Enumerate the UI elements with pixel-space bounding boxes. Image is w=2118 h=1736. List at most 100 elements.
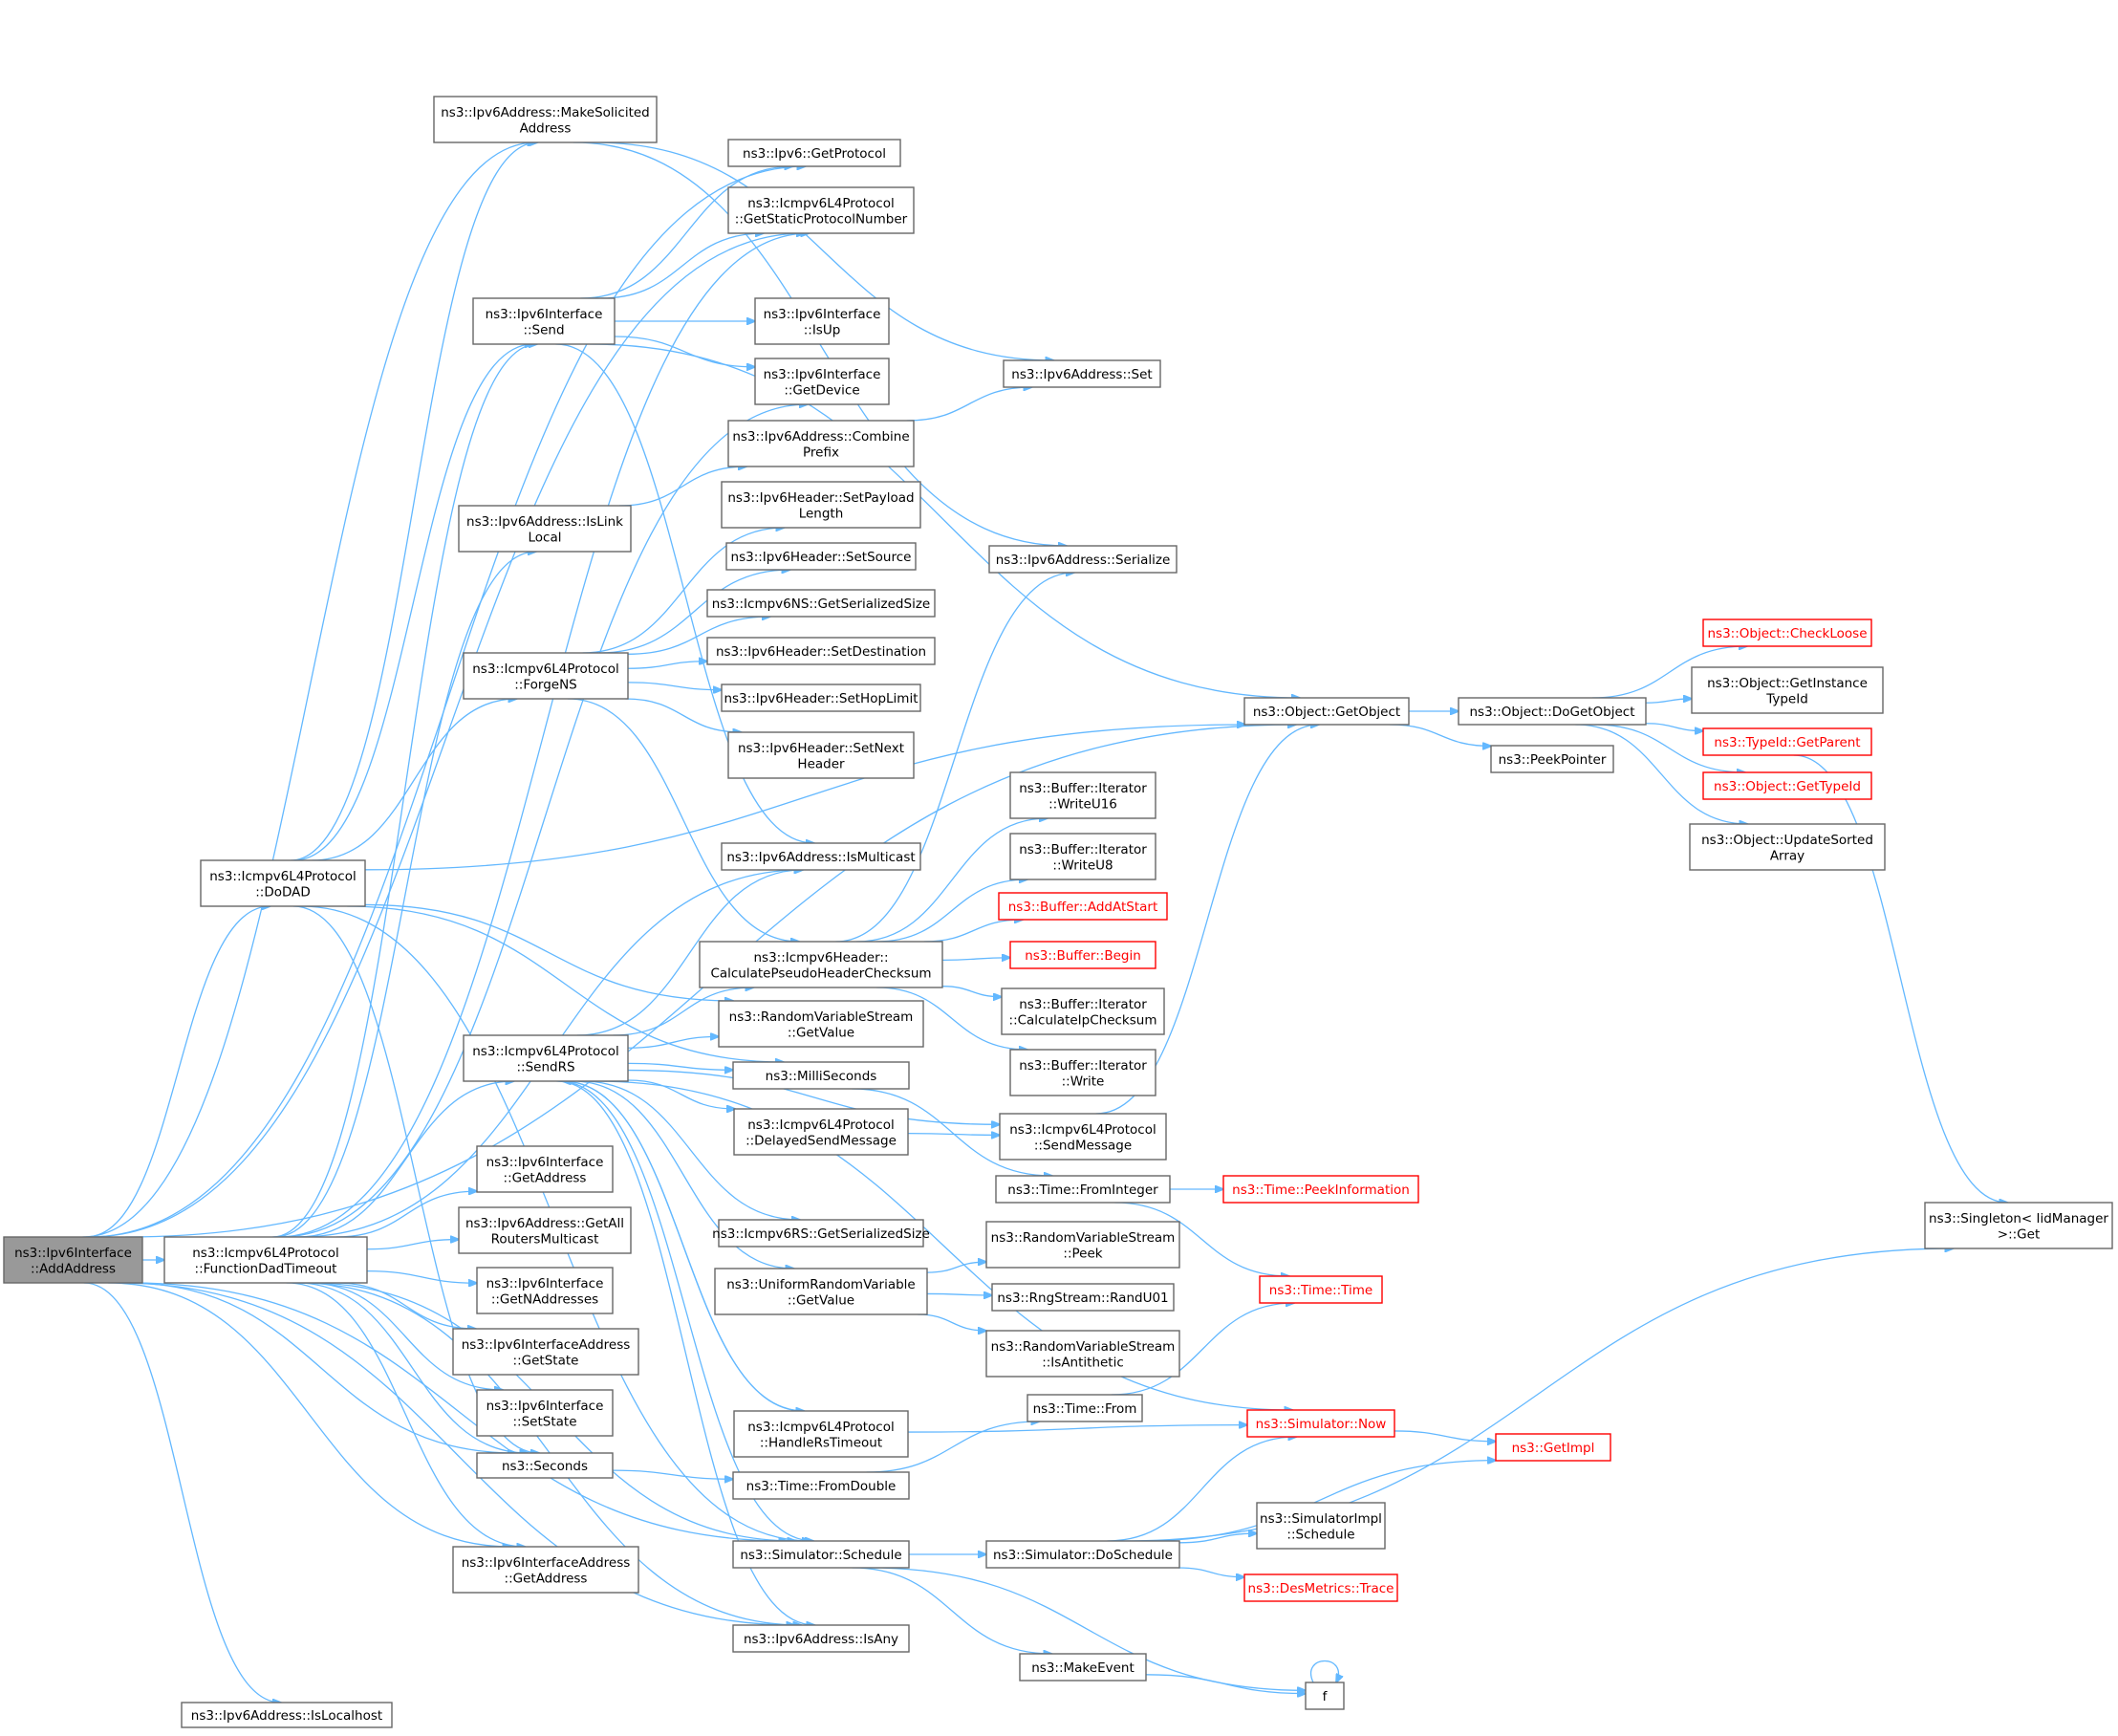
edge-root-to-ipv6getproto — [88, 166, 806, 1238]
node-ismulticast[interactable]: ns3::Ipv6Address::IsMulticast — [721, 842, 921, 871]
node-getobject[interactable]: ns3::Object::GetObject — [1243, 697, 1410, 726]
node-label: ns3::Buffer::Begin — [1025, 948, 1141, 964]
edge-dogetobject-to-checkloose — [1591, 646, 1747, 699]
node-millis[interactable]: ns3::MilliSeconds — [732, 1061, 910, 1090]
edge-doschedule-to-simimplsched — [1178, 1533, 1257, 1544]
edge-doschedule-to-now — [1107, 1437, 1296, 1542]
node-rvspeek[interactable]: ns3::RandomVariableStream::Peek — [985, 1221, 1180, 1269]
edge-dodad-to-send — [293, 344, 533, 861]
node-label: ns3::Object::GetTypeId — [1714, 779, 1861, 794]
node-isup[interactable]: ns3::Ipv6Interface::IsUp — [754, 297, 890, 345]
node-begin[interactable]: ns3::Buffer::Begin — [1009, 941, 1156, 969]
node-peekpointer[interactable]: ns3::PeekPointer — [1490, 745, 1614, 773]
node-serialize[interactable]: ns3::Ipv6Address::Serialize — [988, 545, 1178, 574]
node-simimplsched[interactable]: ns3::SimulatorImpl::Schedule — [1256, 1502, 1386, 1550]
edge-root-to-schedule — [131, 1282, 787, 1541]
node-rvsgetvalue[interactable]: ns3::RandomVariableStream::GetValue — [718, 1000, 924, 1048]
node-isany[interactable]: ns3::Ipv6Address::IsAny — [732, 1624, 910, 1653]
node-fdt[interactable]: ns3::Icmpv6L4Protocol::FunctionDadTimeou… — [163, 1236, 368, 1284]
node-sendrs[interactable]: ns3::Icmpv6L4Protocol::SendRS — [463, 1034, 629, 1082]
edge-sendrs-to-now — [594, 1080, 1292, 1410]
edge-seconds-to-fromdouble — [612, 1469, 733, 1479]
node-getdevice[interactable]: ns3::Ipv6Interface::GetDevice — [754, 358, 890, 405]
node-box — [754, 358, 890, 405]
node-write[interactable]: ns3::Buffer::Iterator::Write — [1009, 1049, 1156, 1096]
node-calcpseudo[interactable]: ns3::Icmpv6Header::CalculatePseudoHeader… — [699, 941, 943, 988]
node-dodad[interactable]: ns3::Icmpv6L4Protocol::DoDAD — [200, 859, 366, 907]
node-forgens[interactable]: ns3::Icmpv6L4Protocol::ForgeNS — [463, 652, 629, 700]
node-timefrom[interactable]: ns3::Time::From — [1027, 1394, 1143, 1422]
node-box — [1003, 359, 1161, 388]
node-isantithetic[interactable]: ns3::RandomVariableStream::IsAntithetic — [985, 1330, 1180, 1378]
node-rsgetsize[interactable]: ns3::Icmpv6RS::GetSerializedSize — [712, 1219, 930, 1248]
edge-send-to-ipv6getproto — [580, 166, 793, 299]
node-label: ::GetNAddresses — [491, 1291, 598, 1307]
node-label: ns3::Icmpv6L4Protocol — [472, 1044, 619, 1059]
node-getimpl[interactable]: ns3::GetImpl — [1495, 1433, 1611, 1462]
node-ipv6getproto[interactable]: ns3::Ipv6::GetProtocol — [727, 139, 901, 167]
node-box — [433, 96, 658, 143]
node-schedule[interactable]: ns3::Simulator::Schedule — [732, 1540, 910, 1569]
node-setstate[interactable]: ns3::Ipv6Interface::SetState — [476, 1389, 614, 1437]
node-calcipcs[interactable]: ns3::Buffer::Iterator::CalculateIpChecks… — [1001, 987, 1165, 1035]
node-writeu8[interactable]: ns3::Buffer::Iterator::WriteU8 — [1009, 833, 1156, 880]
node-send[interactable]: ns3::Ipv6Interface::Send — [472, 297, 616, 345]
edge-dogetobject-to-gettypeid — [1594, 724, 1745, 772]
node-randu01[interactable]: ns3::RngStream::RandU01 — [991, 1283, 1175, 1312]
node-getnaddr[interactable]: ns3::Ipv6Interface::GetNAddresses — [476, 1267, 614, 1314]
node-f[interactable]: f — [1305, 1682, 1345, 1710]
node-ifaddrgetstate[interactable]: ns3::Ipv6InterfaceAddress::GetState — [452, 1328, 639, 1376]
node-singletonget[interactable]: ns3::Singleton< IidManager>::Get — [1924, 1202, 2113, 1249]
node-sethop[interactable]: ns3::Ipv6Header::SetHopLimit — [721, 684, 921, 712]
node-getparent[interactable]: ns3::TypeId::GetParent — [1702, 727, 1872, 756]
node-peekinfo[interactable]: ns3::Time::PeekInformation — [1222, 1175, 1419, 1204]
node-seconds[interactable]: ns3::Seconds — [476, 1452, 614, 1479]
node-setsource[interactable]: ns3::Ipv6Header::SetSource — [725, 542, 917, 571]
node-label: ::WriteU16 — [1048, 796, 1117, 812]
node-label: ns3::Icmpv6L4Protocol — [209, 869, 357, 884]
node-nsgetsize[interactable]: ns3::Icmpv6NS::GetSerializedSize — [706, 589, 936, 618]
node-addatstart[interactable]: ns3::Buffer::AddAtStart — [998, 892, 1168, 921]
node-timetime[interactable]: ns3::Time::Time — [1259, 1275, 1383, 1304]
node-dogetobject[interactable]: ns3::Object::DoGetObject — [1458, 697, 1647, 726]
node-doschedule[interactable]: ns3::Simulator::DoSchedule — [985, 1540, 1180, 1569]
node-makeevent[interactable]: ns3::MakeEvent — [1019, 1653, 1147, 1682]
node-islocalhost[interactable]: ns3::Ipv6Address::IsLocalhost — [181, 1702, 393, 1728]
node-desmetrics[interactable]: ns3::DesMetrics::Trace — [1243, 1573, 1398, 1602]
node-fromdouble[interactable]: ns3::Time::FromDouble — [732, 1471, 910, 1500]
node-label: ns3::Object::UpdateSorted — [1701, 833, 1873, 848]
edge-handlers-to-sendrs — [563, 1081, 805, 1412]
node-getstaticproto[interactable]: ns3::Icmpv6L4Protocol::GetStaticProtocol… — [727, 186, 915, 234]
node-ifgetaddr[interactable]: ns3::Ipv6Interface::GetAddress — [476, 1145, 614, 1193]
edge-root-to-isany — [118, 1282, 794, 1625]
node-label: ns3::Ipv6Header::SetHopLimit — [724, 691, 918, 706]
node-gettypeid[interactable]: ns3::Object::GetTypeId — [1702, 771, 1872, 800]
node-setdest[interactable]: ns3::Ipv6Header::SetDestination — [706, 637, 936, 665]
node-ifaddrgetaddr[interactable]: ns3::Ipv6InterfaceAddress::GetAddress — [452, 1546, 639, 1594]
node-box — [458, 505, 632, 553]
node-urvgetvalue[interactable]: ns3::UniformRandomVariable::GetValue — [714, 1268, 928, 1315]
node-addrset[interactable]: ns3::Ipv6Address::Set — [1003, 359, 1161, 388]
node-box — [1009, 1049, 1156, 1096]
node-box — [1689, 823, 1886, 871]
node-box — [1256, 1502, 1386, 1550]
node-label: ::ForgeNS — [514, 677, 577, 692]
node-sendmessage[interactable]: ns3::Icmpv6L4Protocol::SendMessage — [999, 1113, 1167, 1161]
edge-fromdouble-to-timefrom — [866, 1421, 1040, 1473]
node-now[interactable]: ns3::Simulator::Now — [1246, 1409, 1395, 1438]
node-root[interactable]: ns3::Ipv6Interface::AddAddress — [3, 1236, 143, 1284]
node-writeu16[interactable]: ns3::Buffer::Iterator::WriteU16 — [1009, 771, 1156, 819]
node-frominteger[interactable]: ns3::Time::FromInteger — [995, 1175, 1171, 1204]
node-label: ns3::Icmpv6NS::GetSerializedSize — [712, 597, 930, 612]
node-checkloose[interactable]: ns3::Object::CheckLoose — [1702, 618, 1872, 647]
node-handlers[interactable]: ns3::Icmpv6L4Protocol::HandleRsTimeout — [733, 1410, 909, 1458]
node-delayedsend[interactable]: ns3::Icmpv6L4Protocol::DelayedSendMessag… — [733, 1108, 909, 1156]
